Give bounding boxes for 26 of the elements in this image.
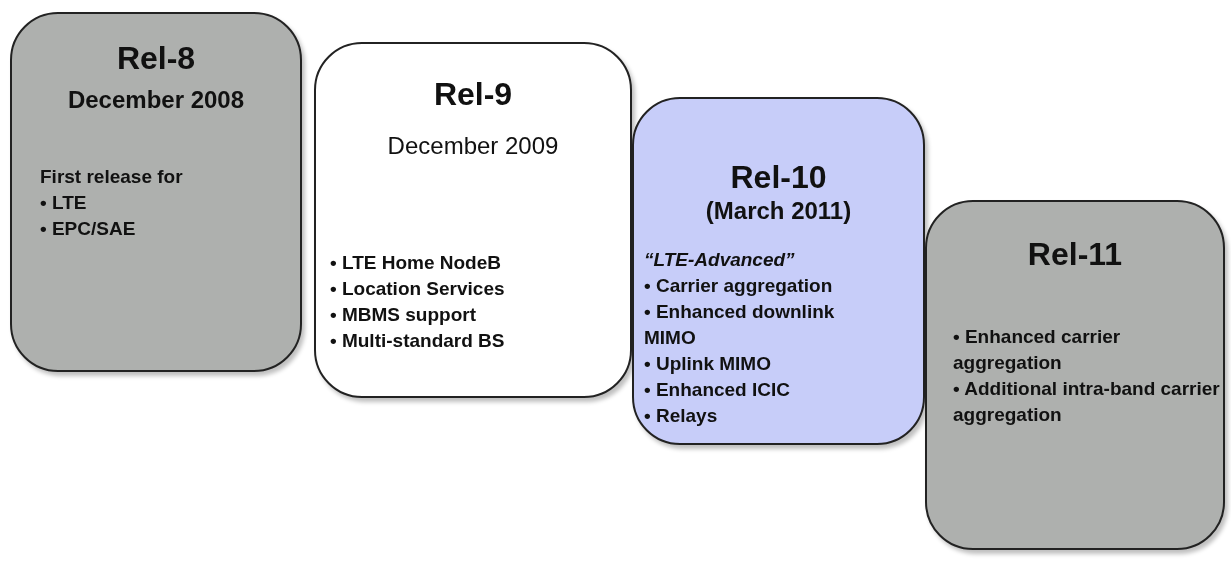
release-title: Rel-10 (729, 159, 828, 196)
release-title: Rel-8 (115, 40, 197, 77)
release-card (632, 97, 925, 445)
release-date: December 2009 (386, 132, 560, 160)
list-intro: First release for (40, 165, 183, 189)
bullet-item: • Additional intra-band carrier aggregation (953, 377, 1221, 427)
release-card (314, 42, 632, 398)
bullet-item: • MBMS support (330, 303, 476, 327)
bullet-item: • LTE Home NodeB (330, 251, 501, 275)
bullet-item: • Relays (644, 404, 718, 428)
release-title: Rel-11 (1026, 236, 1124, 273)
bullet-item: • EPC/SAE (40, 217, 136, 241)
bullet-item: • Location Services (330, 277, 505, 301)
bullet-item: • Enhanced ICIC (644, 378, 790, 402)
release-card (10, 12, 302, 372)
bullet-item: • Enhanced carrier aggregation (953, 325, 1122, 375)
release-date: December 2008 (66, 86, 246, 114)
release-date: (March 2011) (704, 197, 853, 225)
bullet-item: • Multi-standard BS (330, 329, 505, 353)
bullet-item: • Carrier aggregation (644, 274, 833, 298)
release-card (925, 200, 1225, 550)
release-title: Rel-9 (432, 76, 514, 113)
bullet-item: • Uplink MIMO (644, 352, 771, 376)
bullet-item: • LTE (40, 191, 87, 215)
list-intro: “LTE-Advanced” (644, 248, 795, 272)
bullet-item: • Enhanced downlink MIMO (644, 300, 836, 350)
